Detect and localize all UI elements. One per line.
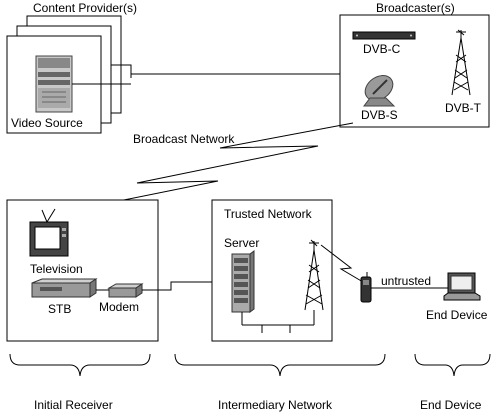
dvb-s-label: DVB-S — [361, 108, 398, 122]
broadcast-link — [34, 122, 354, 219]
modem-icon — [107, 283, 144, 298]
dvb-c-icon — [352, 31, 416, 40]
television-icon — [29, 208, 69, 257]
provider-connectors — [72, 64, 340, 85]
trusted-bus — [241, 310, 315, 333]
satellite-dish-icon — [363, 75, 396, 107]
dvb-t-tower-icon — [451, 29, 471, 96]
wireless-link — [320, 244, 364, 283]
server-icon — [231, 250, 255, 313]
end-device-group-label: End Device — [420, 398, 482, 412]
broadcaster-title: Broadcaster(s) — [376, 1, 455, 15]
initial-receiver-group-label: Initial Receiver — [34, 398, 113, 412]
modem-label: Modem — [99, 300, 140, 314]
trusted-network-title: Trusted Network — [224, 207, 312, 221]
broadcast-network-label: Broadcast Network — [133, 132, 235, 146]
untrusted-label: untrusted — [381, 274, 432, 288]
dvb-c-label: DVB-C — [363, 42, 401, 56]
video-source-label: Video Source — [11, 116, 83, 130]
server-label: Server — [224, 236, 260, 250]
end-device-label: End Device — [426, 308, 488, 322]
laptop-icon — [443, 272, 481, 301]
video-source-icon — [35, 55, 73, 113]
receiver-wiring — [96, 281, 232, 291]
cell-tower-icon — [304, 239, 324, 311]
dvb-t-label: DVB-T — [445, 101, 481, 115]
stb-icon — [31, 278, 98, 298]
group-braces — [9, 353, 491, 377]
stb-label: STB — [48, 302, 72, 316]
mobile-phone-icon — [360, 272, 372, 303]
intermediary-network-group-label: Intermediary Network — [218, 398, 333, 412]
television-label: Television — [30, 262, 83, 276]
content-provider-title: Content Provider(s) — [33, 1, 138, 15]
